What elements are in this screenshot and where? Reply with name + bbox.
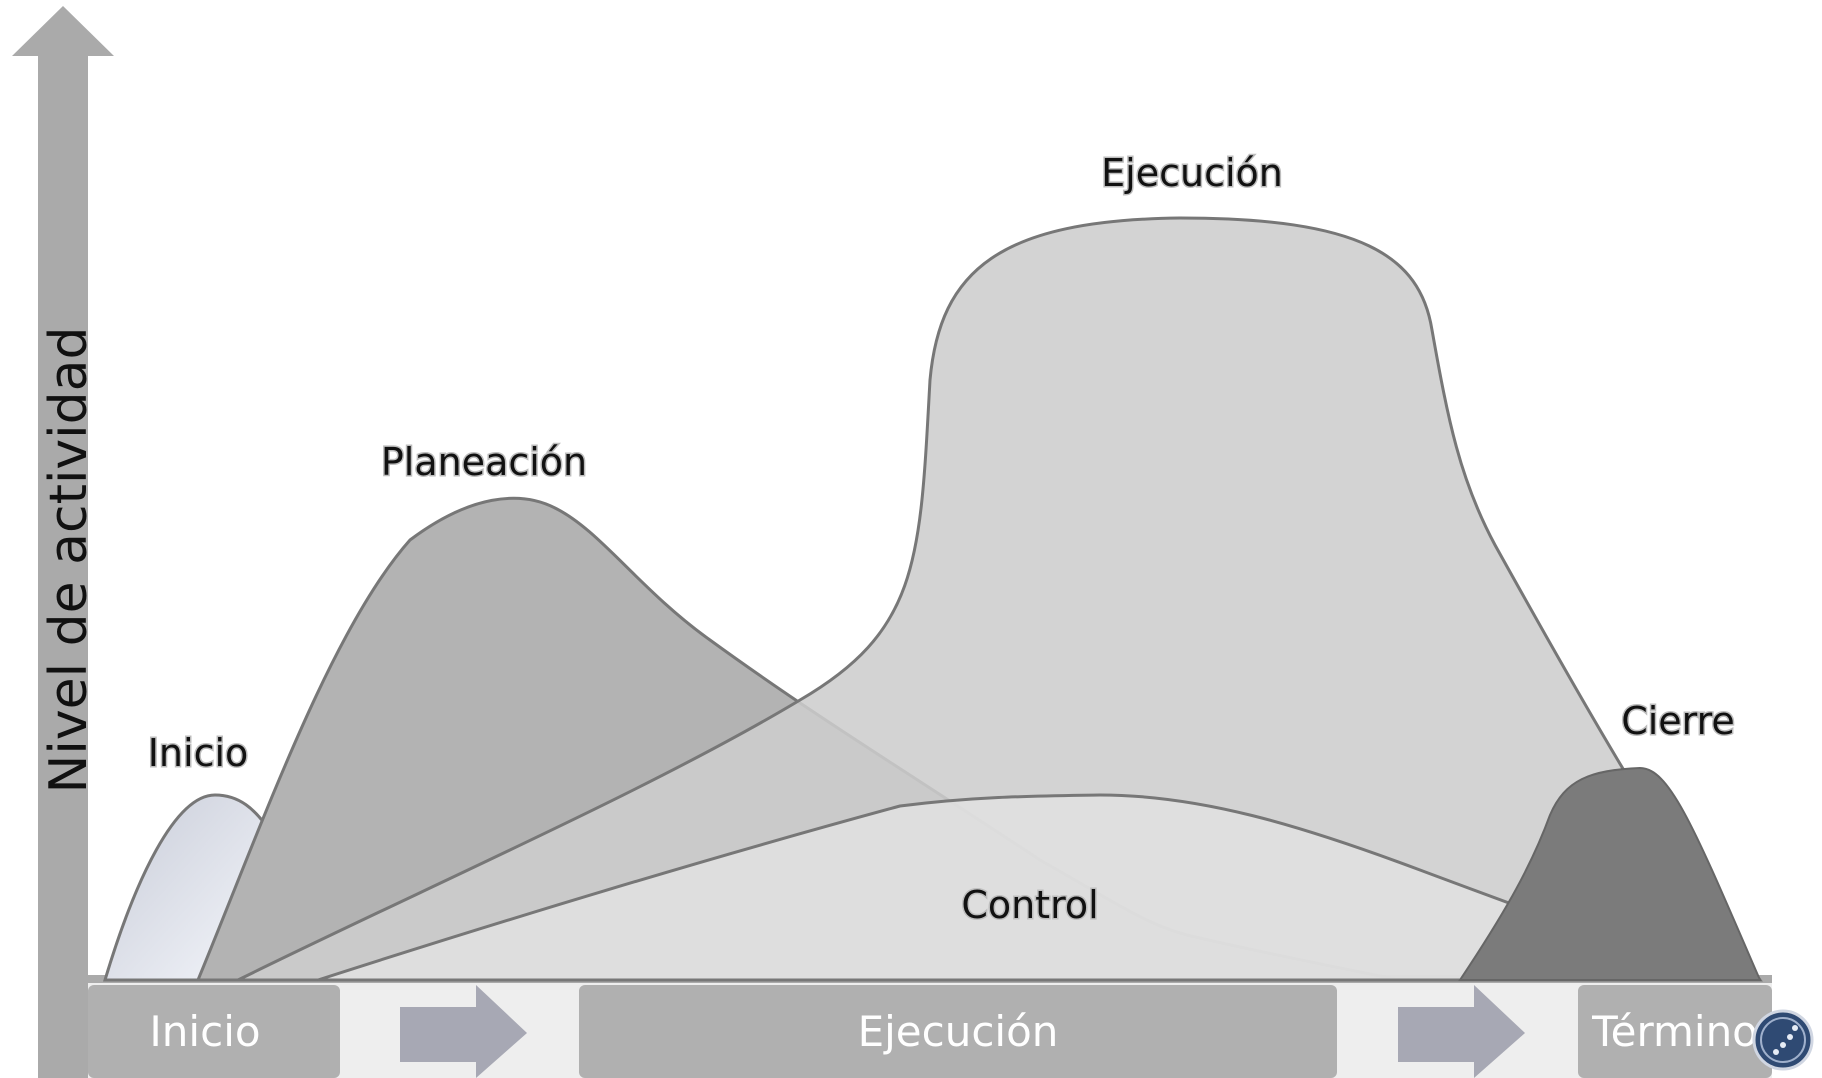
timeline-block-start (88, 985, 340, 1078)
y-axis-label: Nivel de actividad (39, 326, 99, 793)
ejecucion-curve (237, 216, 1763, 982)
timeline-arrow-1 (400, 985, 527, 1078)
cierre-curve-label: Cierre (1621, 699, 1735, 743)
planeacion-curve-label: Planeación (381, 440, 587, 484)
timeline-block-middle (579, 985, 1337, 1078)
timeline-block-end (1578, 985, 1772, 1078)
timeline-end-label: Término (1591, 1007, 1758, 1056)
timeline-middle-label: Ejecución (858, 1007, 1059, 1056)
y-axis-arrow (12, 6, 114, 1078)
logo-icon (1752, 1009, 1814, 1071)
ejecucion-curve-label: Ejecución (1101, 151, 1283, 195)
timeline-arrow-2 (1398, 985, 1525, 1078)
cierre-curve (1458, 766, 1762, 981)
control-curve-label: Control (961, 883, 1098, 927)
inicio-curve-label: Inicio (148, 731, 249, 775)
timeline-start-label: Inicio (149, 1007, 260, 1056)
